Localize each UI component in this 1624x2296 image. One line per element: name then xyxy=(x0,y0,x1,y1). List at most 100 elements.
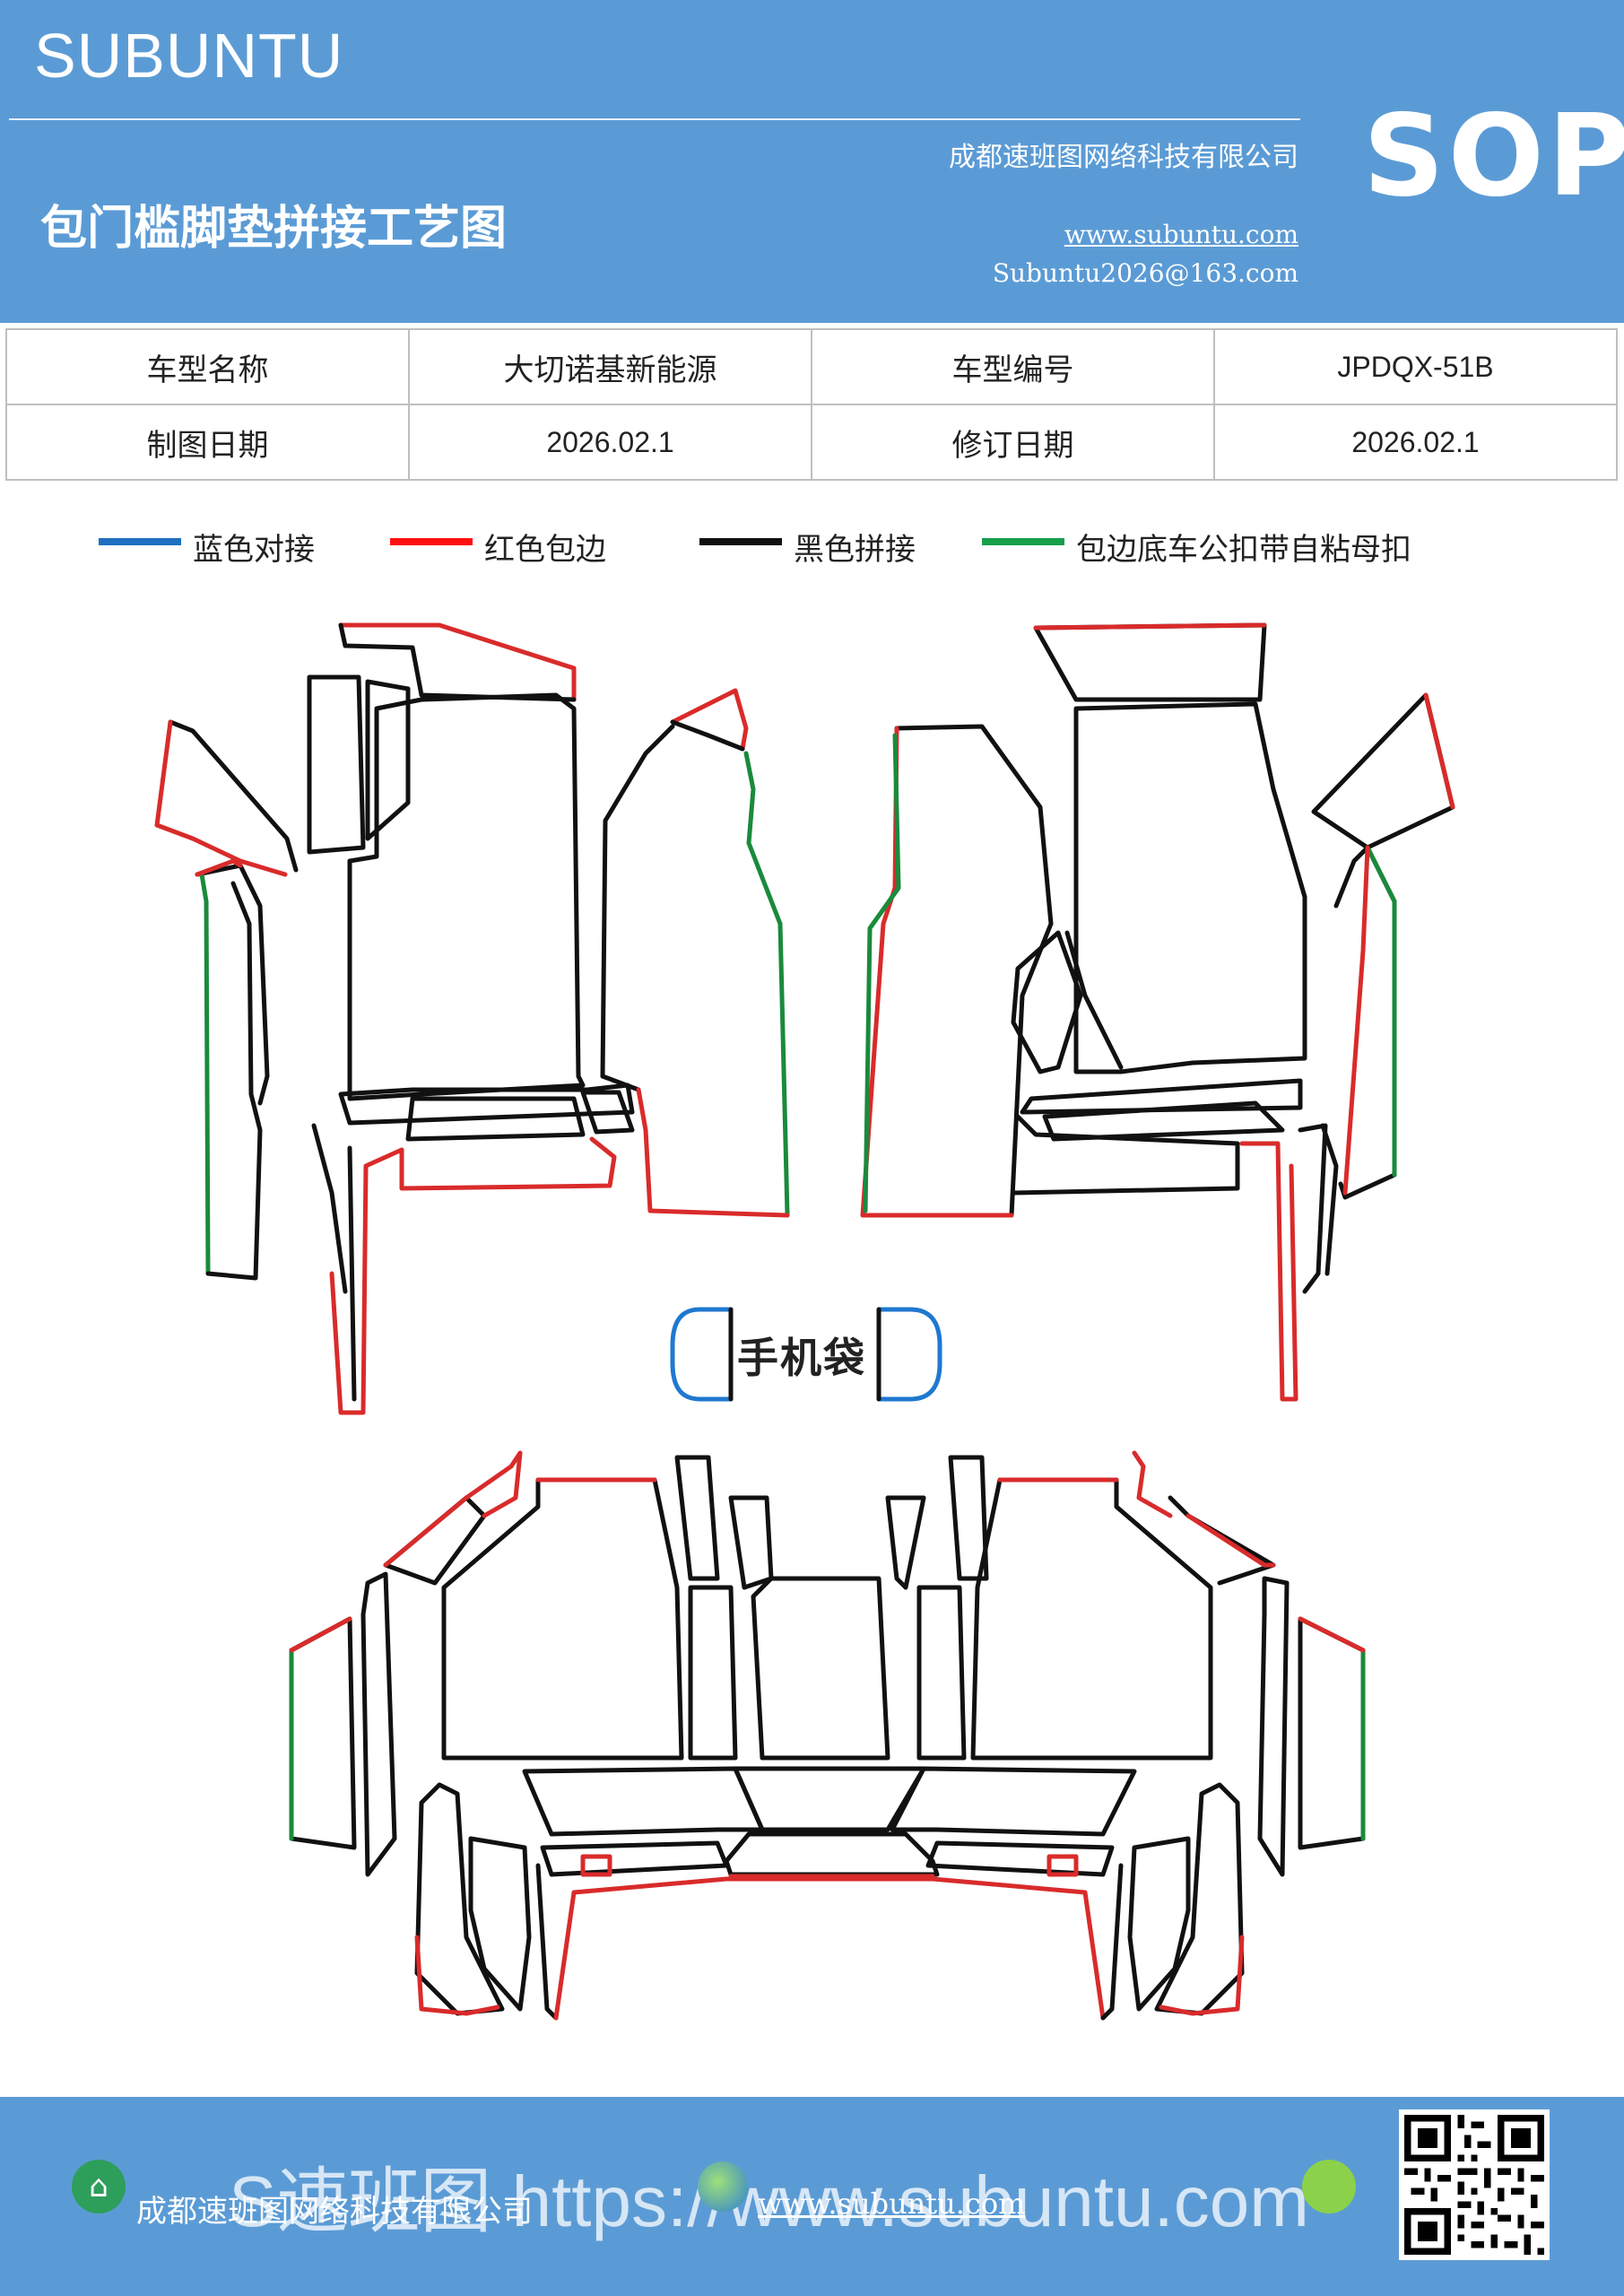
mat-piece xyxy=(600,724,675,1092)
mat-piece xyxy=(743,751,783,926)
mat-piece xyxy=(1073,701,1307,1074)
mat-piece xyxy=(1064,930,1124,1070)
mat-piece xyxy=(1257,1576,1290,1877)
mat-piece xyxy=(1033,622,1267,702)
building-icon: ⌂ xyxy=(72,2160,126,2213)
footer-watermark: S速班图 https://www.subuntu.com xyxy=(229,2161,1309,2241)
legend-label: 红色包边 xyxy=(484,532,606,568)
mat-piece xyxy=(1159,1935,1245,2016)
mat-piece xyxy=(414,1782,505,2016)
mat-piece xyxy=(347,692,586,1101)
mat-piece xyxy=(580,1090,635,1135)
mat-piece xyxy=(1100,1863,1124,2021)
mat-piece xyxy=(195,858,243,877)
globe-icon xyxy=(698,2161,748,2212)
mat-piece xyxy=(540,1840,729,1877)
mat-piece xyxy=(970,1477,1213,1761)
mat-layout-diagram: 手机袋 xyxy=(0,574,1624,2081)
doc-type-badge: SOP xyxy=(1363,90,1624,222)
mat-pieces-drawing xyxy=(154,622,1455,2021)
mat-piece xyxy=(522,1766,765,1837)
mat-piece xyxy=(338,622,577,702)
mat-piece xyxy=(670,688,749,752)
mat-piece xyxy=(464,1450,523,1518)
document-title: 包门槛脚垫拼接工艺图 xyxy=(40,202,508,256)
mat-piece xyxy=(1127,1836,1191,2012)
mat-piece xyxy=(860,726,1014,1218)
vehicle-info-table: 车型名称 大切诺基新能源 车型编号 JPDQX-51B 制图日期 2026.02… xyxy=(5,328,1618,481)
legend-label: 黑色拼接 xyxy=(794,532,916,568)
mat-piece xyxy=(195,863,270,1106)
mat-piece xyxy=(414,1935,500,2016)
mat-piece xyxy=(890,1766,1137,1837)
table-row: 制图日期 2026.02.1 修订日期 2026.02.1 xyxy=(5,404,1618,481)
revise-date-label: 修订日期 xyxy=(811,404,1215,481)
mat-piece xyxy=(688,1585,738,1761)
mat-piece xyxy=(347,1145,357,1402)
email-address: Subuntu2026@163.com xyxy=(992,258,1298,288)
mat-piece xyxy=(307,674,366,855)
mat-piece xyxy=(1239,1141,1298,1402)
mat-piece xyxy=(1365,845,1397,1178)
draw-date-label: 制图日期 xyxy=(5,404,410,481)
legend-swatch-green xyxy=(982,538,1064,545)
legend-swatch-blue xyxy=(99,538,181,545)
mat-piece xyxy=(724,1831,940,1877)
mat-piece xyxy=(1320,1123,1339,1276)
mat-piece xyxy=(329,1136,617,1415)
mat-piece xyxy=(289,1616,357,1850)
mat-piece xyxy=(289,1616,352,1653)
mat-piece xyxy=(1185,1513,1276,1568)
mat-piece xyxy=(1033,622,1267,631)
qr-code-pattern xyxy=(1404,2115,1544,2255)
mat-piece xyxy=(1132,1450,1173,1518)
qr-code xyxy=(1399,2109,1550,2260)
mat-piece xyxy=(894,724,1054,1218)
mat-piece xyxy=(199,872,211,1276)
company-name: 成都速班图网络科技有限公司 xyxy=(949,142,1298,173)
website-link[interactable]: www.subuntu.com xyxy=(1064,220,1298,249)
header-divider xyxy=(9,118,1300,120)
model-name-value: 大切诺基新能源 xyxy=(408,328,812,405)
table-row: 车型名称 大切诺基新能源 车型编号 JPDQX-51B xyxy=(5,328,1618,405)
phone-pocket-right xyxy=(876,1307,942,1402)
mat-piece xyxy=(441,1477,684,1761)
mat-piece xyxy=(1298,1616,1366,1850)
mat-piece xyxy=(405,1096,586,1142)
mat-piece xyxy=(580,1854,612,1877)
mat-piece xyxy=(916,1585,967,1761)
legend-label: 蓝色对接 xyxy=(193,532,315,568)
footer-banner: S速班图 https://www.subuntu.com ⌂ 成都速班图网络科技… xyxy=(0,2097,1624,2296)
mat-piece xyxy=(365,679,411,841)
brand-logo: SUBUNTU xyxy=(34,21,344,91)
mat-piece xyxy=(1011,930,1083,1074)
footer-url-link[interactable]: www.subuntu.com xyxy=(758,2187,1026,2221)
mat-piece xyxy=(1423,692,1455,810)
mat-piece xyxy=(948,1455,989,1581)
mat-piece xyxy=(728,1495,774,1590)
mat-piece xyxy=(383,1495,469,1568)
mat-piece xyxy=(338,622,577,702)
mat-piece xyxy=(311,1123,348,1294)
mat-piece xyxy=(205,881,263,1281)
mat-piece xyxy=(1042,1100,1285,1142)
model-name-label: 车型名称 xyxy=(5,328,410,405)
mat-piece xyxy=(636,1087,790,1218)
mat-piece xyxy=(670,719,745,752)
model-code-label: 车型编号 xyxy=(811,328,1215,405)
mat-piece xyxy=(1046,1854,1079,1877)
mat-piece xyxy=(863,733,901,1213)
legend-swatch-red xyxy=(390,538,473,545)
color-legend: 蓝色对接 红色包边 黑色拼接 包边底车公扣带自粘母扣 xyxy=(0,525,1624,570)
header-banner: SUBUNTU 成都速班图网络科技有限公司 包门槛脚垫拼接工艺图 www.sub… xyxy=(0,0,1624,323)
mat-piece xyxy=(1011,1114,1240,1196)
mat-piece xyxy=(925,1840,1115,1877)
mat-piece xyxy=(733,1766,926,1832)
wechat-icon xyxy=(1302,2160,1356,2213)
mat-piece xyxy=(360,1571,397,1877)
mat-piece xyxy=(1154,1782,1245,2016)
draw-date-value: 2026.02.1 xyxy=(408,404,812,481)
mat-piece xyxy=(751,1576,890,1761)
mat-piece xyxy=(1298,1123,1328,1294)
mat-piece xyxy=(553,1876,1106,2021)
